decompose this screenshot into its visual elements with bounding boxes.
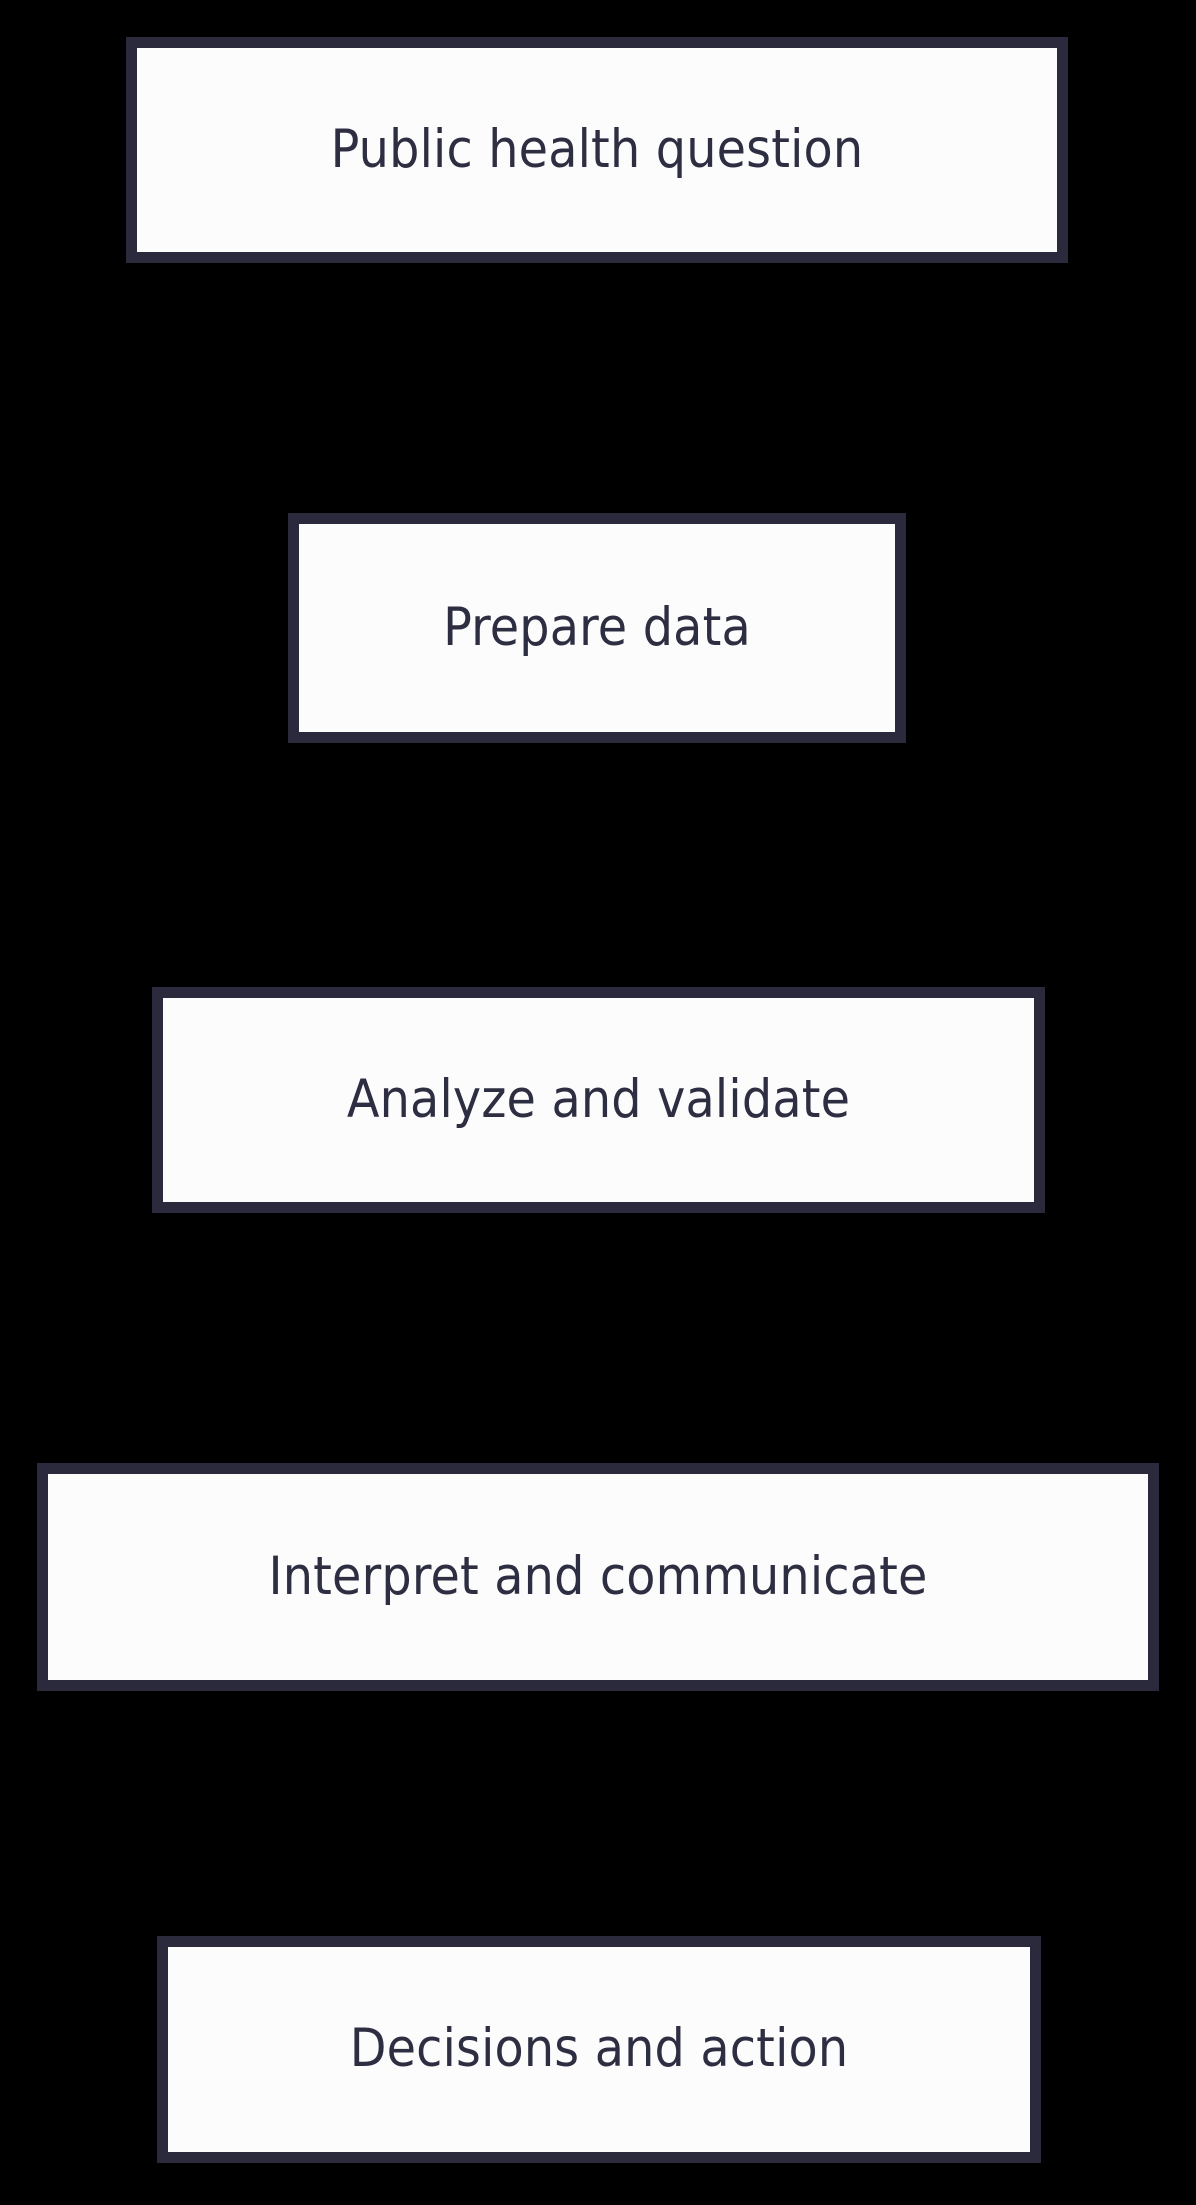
flow-node-decisions-and-action[interactable]: Decisions and action: [157, 1936, 1041, 2163]
flow-node-label: Decisions and action: [349, 2018, 849, 2080]
flow-node-prepare-data[interactable]: Prepare data: [288, 513, 906, 743]
flow-node-label: Interpret and communicate: [268, 1545, 928, 1607]
flow-node-label: Public health question: [330, 118, 864, 180]
flow-node-interpret-and-communicate[interactable]: Interpret and communicate: [37, 1463, 1159, 1691]
flow-node-label: Analyze and validate: [346, 1068, 851, 1130]
flow-node-public-health-question[interactable]: Public health question: [126, 37, 1068, 263]
flow-node-analyze-and-validate[interactable]: Analyze and validate: [152, 987, 1045, 1213]
flow-node-label: Prepare data: [443, 596, 751, 658]
